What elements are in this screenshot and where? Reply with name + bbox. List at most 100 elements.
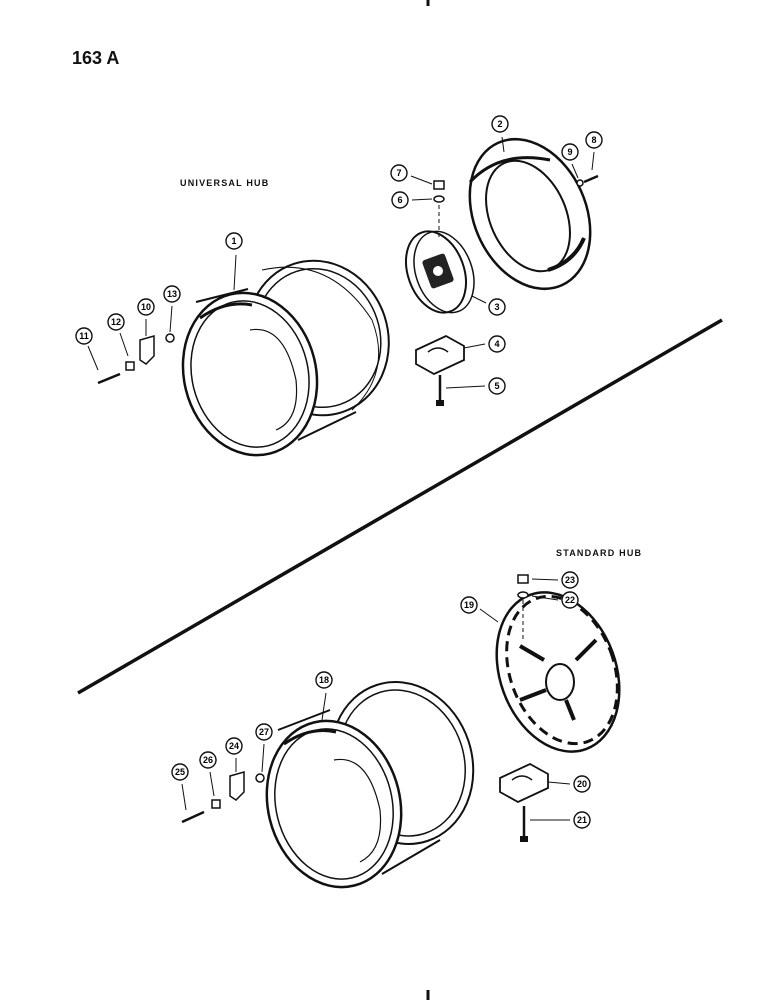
callout-circle-20 bbox=[573, 775, 591, 793]
callout-leader-19 bbox=[479, 608, 499, 623]
callout-circle-21 bbox=[573, 811, 591, 829]
callout-circle-18 bbox=[315, 671, 333, 689]
callout-circle-13 bbox=[163, 285, 181, 303]
callout-19: 19 bbox=[460, 596, 499, 623]
callout-leader-12 bbox=[119, 332, 129, 357]
section-divider-line bbox=[77, 318, 723, 695]
callout-7: 7 bbox=[390, 164, 433, 185]
callout-24: 24 bbox=[225, 737, 243, 772]
callout-circle-3 bbox=[488, 298, 506, 316]
callout-21: 21 bbox=[530, 811, 591, 829]
callout-leader-9 bbox=[571, 163, 579, 179]
callout-number-3: 3 bbox=[494, 302, 499, 312]
callout-leader-13 bbox=[169, 305, 173, 333]
callout-circle-8 bbox=[585, 131, 603, 149]
callout-number-25: 25 bbox=[175, 767, 185, 777]
standard-rim bbox=[265, 681, 475, 889]
callout-11: 11 bbox=[75, 327, 99, 371]
callout-number-24: 24 bbox=[229, 741, 239, 751]
callout-number-26: 26 bbox=[203, 755, 213, 765]
callout-number-20: 20 bbox=[577, 779, 587, 789]
callout-13: 13 bbox=[163, 285, 181, 333]
callout-circle-7 bbox=[390, 164, 408, 182]
callout-number-21: 21 bbox=[577, 815, 587, 825]
callout-6: 6 bbox=[391, 191, 433, 209]
standard-hub-title: STANDARD HUB bbox=[556, 548, 643, 558]
callout-10: 10 bbox=[137, 298, 155, 336]
callout-number-8: 8 bbox=[591, 135, 596, 145]
callout-circle-2 bbox=[491, 115, 509, 133]
callout-leader-6 bbox=[411, 198, 433, 201]
universal-rim bbox=[181, 259, 390, 457]
callout-number-23: 23 bbox=[565, 575, 575, 585]
callout-circle-9 bbox=[561, 143, 579, 161]
universal-bolt bbox=[436, 375, 444, 406]
callout-circle-22 bbox=[561, 591, 579, 609]
callout-number-22: 22 bbox=[565, 595, 575, 605]
callout-circle-1 bbox=[225, 232, 243, 250]
callout-circle-6 bbox=[391, 191, 409, 209]
callout-number-1: 1 bbox=[231, 236, 236, 246]
callout-circle-25 bbox=[171, 763, 189, 781]
callout-number-19: 19 bbox=[464, 600, 474, 610]
callout-leader-8 bbox=[591, 151, 595, 171]
callout-4: 4 bbox=[463, 335, 506, 353]
callout-leader-11 bbox=[87, 345, 99, 371]
callout-leader-2 bbox=[501, 136, 505, 153]
standard-clamp bbox=[499, 762, 549, 804]
callout-circle-27 bbox=[255, 723, 273, 741]
callout-circle-26 bbox=[199, 751, 217, 769]
callout-leader-20 bbox=[547, 781, 571, 785]
standard-small-parts bbox=[181, 574, 529, 824]
universal-clamp bbox=[415, 334, 465, 376]
callout-8: 8 bbox=[585, 131, 603, 171]
callout-25: 25 bbox=[171, 763, 189, 811]
callout-number-6: 6 bbox=[397, 195, 402, 205]
callout-circle-12 bbox=[107, 313, 125, 331]
callout-3: 3 bbox=[471, 295, 506, 316]
callout-circle-4 bbox=[488, 335, 506, 353]
callout-leader-27 bbox=[261, 743, 265, 773]
universal-hub-plate bbox=[405, 230, 475, 314]
callout-circle-5 bbox=[488, 377, 506, 395]
standard-wheel-disc bbox=[495, 591, 621, 753]
page-number: 163 A bbox=[72, 48, 120, 68]
callout-23: 23 bbox=[531, 571, 579, 589]
callout-5: 5 bbox=[445, 377, 506, 395]
callout-leader-5 bbox=[445, 385, 486, 389]
standard-bolt bbox=[520, 806, 528, 842]
callout-leader-25 bbox=[181, 783, 187, 811]
callout-number-2: 2 bbox=[497, 119, 502, 129]
callout-number-9: 9 bbox=[567, 147, 572, 157]
universal-hub-title: UNIVERSAL HUB bbox=[180, 178, 270, 188]
callout-leader-1 bbox=[233, 254, 237, 291]
callout-1: 1 bbox=[225, 232, 243, 291]
callout-number-4: 4 bbox=[494, 339, 499, 349]
callout-22: 22 bbox=[531, 591, 579, 609]
callout-number-11: 11 bbox=[79, 331, 89, 341]
callout-number-5: 5 bbox=[494, 381, 499, 391]
callout-2: 2 bbox=[491, 115, 509, 153]
callout-leader-4 bbox=[463, 343, 486, 349]
callout-leader-7 bbox=[410, 175, 433, 185]
callout-leader-26 bbox=[209, 771, 215, 797]
callout-circle-10 bbox=[137, 298, 155, 316]
callout-circle-23 bbox=[561, 571, 579, 589]
callout-number-12: 12 bbox=[111, 317, 121, 327]
callout-leader-3 bbox=[471, 295, 487, 304]
universal-small-parts bbox=[97, 174, 599, 385]
callout-number-7: 7 bbox=[396, 168, 401, 178]
callout-circle-24 bbox=[225, 737, 243, 755]
callout-leader-23 bbox=[531, 578, 559, 581]
callout-circle-11 bbox=[75, 327, 93, 345]
callout-12: 12 bbox=[107, 313, 129, 357]
callout-18: 18 bbox=[315, 671, 333, 721]
callout-27: 27 bbox=[255, 723, 273, 773]
callout-26: 26 bbox=[199, 751, 217, 797]
callout-number-18: 18 bbox=[319, 675, 329, 685]
universal-wheel-disc bbox=[468, 137, 592, 291]
callout-20: 20 bbox=[547, 775, 591, 793]
callout-leader-18 bbox=[321, 692, 327, 721]
callout-number-13: 13 bbox=[167, 289, 177, 299]
